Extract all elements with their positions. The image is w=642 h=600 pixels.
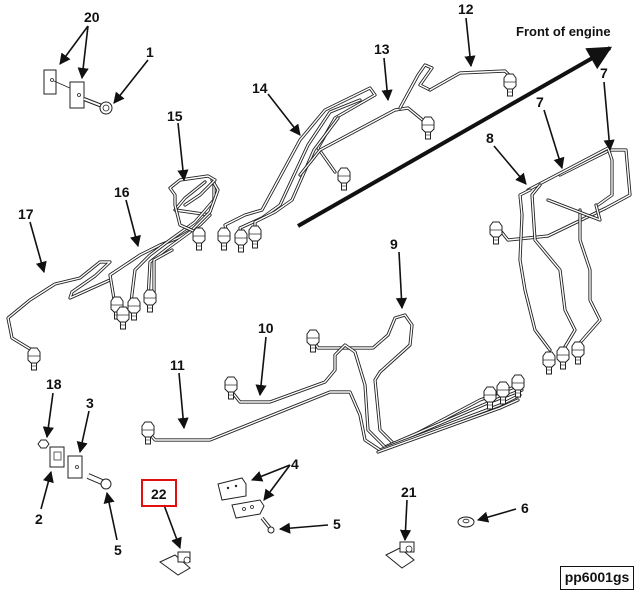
part-22-clamp xyxy=(159,551,191,576)
fitting-nut xyxy=(421,116,435,140)
pipe-16 xyxy=(168,174,217,235)
callout-21[interactable]: 21 xyxy=(401,484,417,500)
leader-3 xyxy=(76,410,90,454)
callout-6[interactable]: 6 xyxy=(521,500,529,516)
callout-9[interactable]: 8 xyxy=(486,130,494,146)
leader-21 xyxy=(399,499,412,542)
pipe-18 xyxy=(6,260,112,354)
part-5-bolt-middle xyxy=(260,516,275,534)
fitting-nut xyxy=(192,227,206,251)
pipe-17 xyxy=(108,178,220,312)
leader-4b xyxy=(263,464,291,501)
fitting-nut xyxy=(556,346,570,370)
pipe-7-8-9 xyxy=(498,146,632,352)
pipe-10-11-12 xyxy=(146,313,524,454)
leader-10 xyxy=(395,251,408,310)
leader-15 xyxy=(267,93,301,136)
part-1-bolt xyxy=(83,97,113,115)
leader-16 xyxy=(177,122,189,182)
part-4-brackets xyxy=(217,477,265,519)
leader-17 xyxy=(125,199,141,248)
injection-pipes xyxy=(6,63,632,454)
callout-5-left[interactable]: 5 xyxy=(114,542,122,558)
leader-18 xyxy=(29,221,47,274)
leader-5-middle xyxy=(278,522,329,534)
callout-20[interactable]: 20 xyxy=(84,9,100,25)
callout-1[interactable]: 1 xyxy=(146,44,154,60)
leader-arrows xyxy=(29,17,615,550)
callout-10[interactable]: 9 xyxy=(390,236,398,252)
part-5-bolt-left xyxy=(86,473,112,490)
leader-22 xyxy=(163,504,182,550)
fitting-nut xyxy=(248,225,262,249)
leader-7 xyxy=(603,81,615,152)
part-19-nut xyxy=(37,439,50,449)
fitting-nut xyxy=(217,227,231,251)
callout-labels: 20 1 15 16 17 14 13 12 7 7 8 9 10 11 18 … xyxy=(18,1,608,558)
fitting-nut xyxy=(337,167,351,191)
callout-13[interactable]: 12 xyxy=(458,1,474,17)
callout-4[interactable]: 4 xyxy=(291,456,299,472)
callout-15[interactable]: 14 xyxy=(252,80,268,96)
fitting-nut xyxy=(143,289,157,313)
highlighted-callout-box xyxy=(141,479,177,507)
front-of-engine-label: Front of engine xyxy=(516,24,611,39)
callout-2[interactable]: 2 xyxy=(35,511,43,527)
front-of-engine-indicator: Front of engine xyxy=(297,24,613,228)
fitting-nut xyxy=(127,297,141,321)
leader-11 xyxy=(255,336,267,397)
callout-16[interactable]: 15 xyxy=(167,108,183,124)
leader-12 xyxy=(177,372,189,430)
leader-9 xyxy=(493,145,527,185)
callout-17[interactable]: 16 xyxy=(114,184,130,200)
leader-19 xyxy=(42,392,54,439)
fitting-nut xyxy=(542,351,556,375)
hardware-parts xyxy=(37,69,475,576)
fitting-nut xyxy=(141,421,155,445)
pipe-13 xyxy=(428,69,514,92)
part-2-clip xyxy=(49,446,65,468)
leader-6 xyxy=(476,508,517,523)
callout-11[interactable]: 10 xyxy=(258,320,274,336)
figure-id-label: pp6001gs xyxy=(560,566,634,590)
part-6-washer xyxy=(457,516,475,528)
leader-13 xyxy=(464,17,476,68)
callout-12[interactable]: 11 xyxy=(170,357,185,373)
pipe-14 xyxy=(298,63,434,177)
callout-3[interactable]: 3 xyxy=(86,395,94,411)
leader-4a xyxy=(250,464,291,482)
fitting-nut xyxy=(503,73,517,97)
leader-14 xyxy=(381,57,393,102)
leader-2 xyxy=(40,470,54,510)
part-20-clips xyxy=(43,69,85,109)
front-of-engine-arrow xyxy=(297,46,613,228)
leader-8 xyxy=(543,109,565,170)
leader-1 xyxy=(113,59,149,104)
callout-8[interactable]: 7 xyxy=(536,94,544,110)
leader-20a xyxy=(59,25,89,65)
fitting-nut xyxy=(27,347,41,371)
leader-5-left xyxy=(103,491,118,541)
callout-18[interactable]: 17 xyxy=(18,206,34,222)
part-21-clamp xyxy=(385,541,415,569)
leader-20b xyxy=(77,25,89,80)
fitting-nut xyxy=(116,306,130,330)
callout-14[interactable]: 13 xyxy=(374,41,390,57)
callout-5-middle[interactable]: 5 xyxy=(333,516,341,532)
callout-19[interactable]: 18 xyxy=(46,376,62,392)
callout-7[interactable]: 7 xyxy=(600,65,608,81)
pipe-15 xyxy=(223,86,377,240)
callout-22[interactable]: 22 xyxy=(151,486,167,502)
part-3-bracket xyxy=(67,455,83,479)
fitting-nut xyxy=(234,229,248,253)
fitting-nut xyxy=(571,341,585,365)
fitting-nut xyxy=(489,221,503,245)
